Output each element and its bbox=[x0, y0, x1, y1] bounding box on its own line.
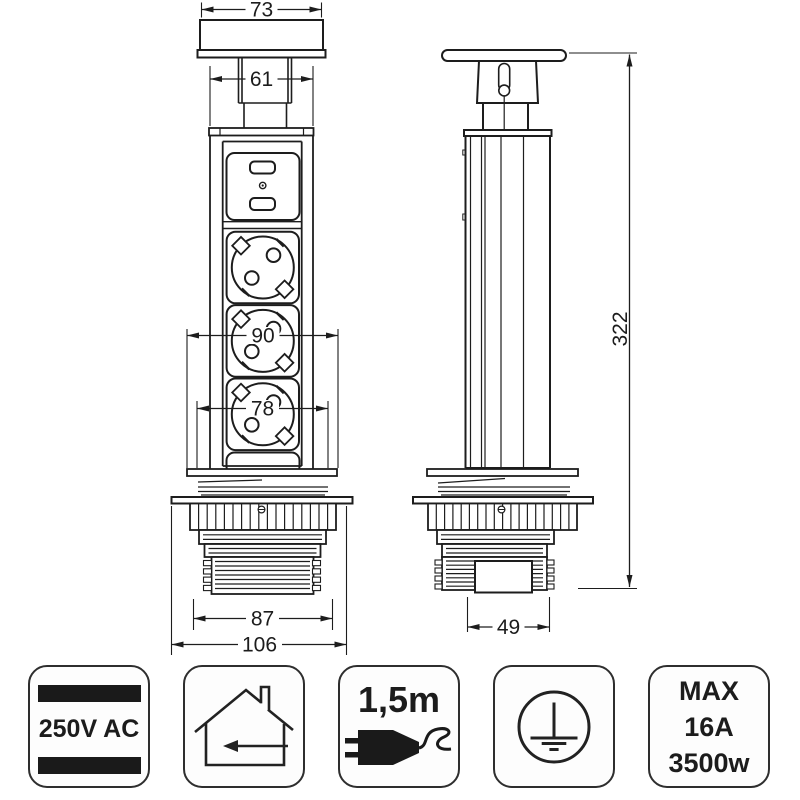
side-neck bbox=[482, 102, 529, 131]
side-flange-plate bbox=[412, 496, 594, 505]
usb-port-bottom bbox=[249, 197, 276, 211]
badge-earthed bbox=[493, 665, 615, 788]
side-cylinder bbox=[462, 129, 553, 469]
spec-badges: 250V AC 1,5m MAX 16A 3500w bbox=[0, 665, 770, 788]
side-base bbox=[412, 468, 594, 594]
dim-label-73: 73 bbox=[250, 0, 273, 22]
dim-label-87: 87 bbox=[251, 608, 274, 631]
dim-label-61: 61 bbox=[250, 68, 273, 91]
side-cap-bar bbox=[441, 49, 567, 62]
indicator-led bbox=[258, 181, 267, 190]
front-flange-plate bbox=[170, 496, 354, 505]
usb-module bbox=[222, 152, 302, 230]
dim-label-78: 78 bbox=[251, 398, 274, 421]
front-view bbox=[170, 19, 354, 595]
badge-cable-length: 1,5m bbox=[338, 665, 460, 788]
voltage-bar-bottom-icon bbox=[37, 757, 141, 774]
badge-max-power: MAX 16A 3500w bbox=[648, 665, 770, 788]
max-power-line-1: MAX bbox=[679, 675, 739, 706]
dim-cap-width: 73 bbox=[200, 0, 323, 22]
indoor-use-house-icon bbox=[194, 685, 294, 766]
protective-earth-icon bbox=[517, 690, 591, 763]
dim-label-106: 106 bbox=[242, 634, 277, 657]
front-base bbox=[170, 468, 354, 595]
badge-indoor-use bbox=[183, 665, 305, 788]
dim-cable-box-width: 49 bbox=[466, 597, 551, 639]
technical-drawing: 73 61 90 78 87 bbox=[170, 0, 637, 657]
dim-label-90: 90 bbox=[251, 325, 274, 348]
keyhole-slot bbox=[497, 62, 511, 130]
voltage-bar-top-icon bbox=[37, 685, 141, 702]
usb-port-top bbox=[249, 160, 276, 175]
dim-neck-width: 61 bbox=[209, 66, 314, 126]
dim-tube-width: 78 bbox=[196, 398, 329, 468]
side-view bbox=[412, 49, 594, 594]
socket-outlet-1 bbox=[225, 230, 301, 305]
front-cap bbox=[196, 19, 327, 59]
cable-length-label: 1,5m bbox=[357, 679, 441, 720]
dimensions: 73 61 90 78 87 bbox=[170, 0, 637, 657]
max-power-line-3: 3500w bbox=[668, 747, 750, 778]
dim-label-49: 49 bbox=[497, 616, 520, 639]
dim-body-width: 90 bbox=[186, 325, 339, 468]
front-column bbox=[208, 127, 315, 469]
voltage-label: 250V AC bbox=[38, 715, 140, 743]
plug-with-cable-icon bbox=[344, 727, 451, 765]
dim-flange-width: 106 bbox=[170, 506, 348, 657]
badge-voltage: 250V AC bbox=[28, 665, 150, 788]
cable-box bbox=[474, 560, 533, 594]
dim-total-height: 322 bbox=[569, 52, 637, 590]
dim-thread-width: 87 bbox=[192, 599, 334, 631]
max-power-line-2: 16A bbox=[684, 711, 734, 742]
dim-label-322: 322 bbox=[609, 311, 632, 346]
